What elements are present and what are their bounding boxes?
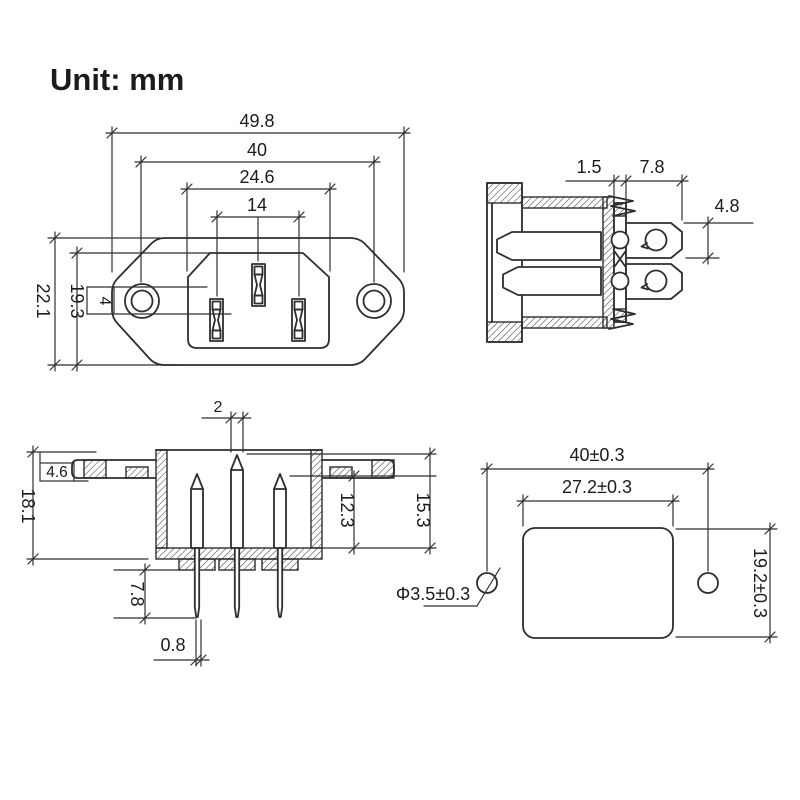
dim-front-hole-spacing [134, 155, 381, 283]
right-wing-block-inner [329, 466, 353, 479]
dim-solder-tail-length [113, 563, 197, 625]
dim-label-cutout-hole-spacing: 40±0.3 [570, 445, 625, 465]
side-body-top-wall [521, 196, 608, 209]
left-pin-front [209, 298, 224, 342]
dim-label-side-terminal-height: 4.8 [714, 196, 739, 216]
dim-label-overall-depth: 18.1 [18, 488, 38, 523]
dim-pin-depth [246, 447, 437, 555]
dim-front-recess-height [69, 246, 212, 372]
dim-cutout-height [675, 522, 778, 644]
pinch-mark [614, 251, 626, 267]
dim-front-pin-spacing [210, 210, 306, 297]
flange-outline [111, 237, 405, 366]
cutout-rect [522, 527, 674, 639]
left-mount-hole-inner [130, 289, 154, 313]
section-view: 2 4.6 18.1 12.3 15.3 [18, 399, 437, 667]
socket-recess-outline [187, 252, 330, 349]
dim-label-earth-pin-width: 2 [214, 399, 223, 416]
dim-label-side-terminal-length: 7.8 [639, 157, 664, 177]
upper-pin-side [496, 231, 602, 261]
dim-label-flange-thickness: 4.6 [46, 464, 68, 481]
dim-label-inner-depth: 12.3 [337, 492, 357, 527]
dim-overall-depth [26, 445, 149, 566]
terminal-plate [613, 202, 627, 323]
left-mount-hole-outer [124, 283, 160, 319]
dim-label-solder-tail-thickness: 0.8 [160, 635, 185, 655]
side-flange-bottom-section [486, 321, 523, 343]
top-serration [608, 195, 636, 217]
left-wall [155, 449, 168, 549]
earth-pin-section [230, 454, 244, 618]
dim-label-front-overall-height: 22.1 [33, 283, 53, 318]
dim-cutout-width [516, 494, 680, 527]
upper-terminal-hole [644, 228, 668, 252]
dim-cutout-hole-diameter-leader [423, 567, 501, 607]
side-back-wall [602, 196, 615, 329]
lower-pin-side [502, 266, 602, 296]
dim-label-front-recess-width: 24.6 [239, 167, 274, 187]
dim-inner-depth [289, 470, 437, 555]
dim-front-overall-height [47, 231, 179, 372]
right-mount-hole-outer [356, 283, 392, 319]
dim-cutout-hole-spacing [480, 462, 715, 572]
dim-label-front-pin-spacing: 14 [247, 195, 267, 215]
left-wing-outline [71, 459, 157, 479]
dim-label-front-pin-slot: 4 [96, 297, 113, 306]
dim-earth-pin-width [201, 411, 252, 453]
unit-label: Unit: mm [50, 62, 184, 97]
dim-label-cutout-hole-diameter: Φ3.5±0.3 [396, 584, 470, 604]
side-body-bottom-wall [521, 316, 608, 329]
dim-label-front-hole-spacing: 40 [247, 140, 267, 160]
dim-label-front-overall-width: 49.8 [239, 111, 274, 131]
right-mount-hole-inner [362, 289, 386, 313]
cutout-left-hole [476, 572, 498, 594]
right-pin-front [291, 298, 306, 342]
dim-front-pin-slot [86, 286, 232, 315]
dim-side-plate-and-terminal [565, 174, 689, 221]
dim-front-overall-width [105, 126, 411, 273]
front-view: 49.8 40 24.6 14 22.1 [33, 111, 411, 372]
lower-rivet [610, 271, 630, 291]
dim-solder-tail-thickness [153, 619, 210, 667]
dim-label-front-recess-height: 19.3 [67, 283, 87, 318]
dim-label-cutout-height: 19.2±0.3 [750, 548, 770, 618]
left-wing-block-outer [83, 459, 107, 479]
dim-side-terminal-height [683, 216, 754, 265]
left-wing-block-inner [125, 466, 149, 479]
dim-label-solder-tail-length: 7.8 [127, 581, 147, 606]
upper-rivet [610, 230, 630, 250]
right-wing-block-outer [371, 459, 395, 479]
cutout-right-hole [697, 572, 719, 594]
bottom-serration [608, 308, 636, 330]
right-pin-section [273, 473, 287, 618]
side-flange-top-section [486, 182, 523, 204]
right-wall [310, 449, 323, 549]
side-view: 1.5 7.8 4.8 [486, 157, 754, 343]
lower-terminal-hole [644, 269, 668, 293]
lower-terminal-hole-notch [640, 283, 649, 291]
left-pin-section [190, 473, 204, 618]
dim-label-side-plate-thickness: 1.5 [576, 157, 601, 177]
dim-flange-thickness [26, 451, 97, 482]
earth-pin-front [251, 263, 266, 307]
dim-label-pin-depth: 15.3 [413, 492, 433, 527]
upper-terminal-hole-notch [640, 242, 649, 250]
dim-label-cutout-width: 27.2±0.3 [562, 477, 632, 497]
dim-front-recess-width [180, 182, 337, 272]
panel-cutout-view: 40±0.3 27.2±0.3 19.2±0.3 Φ3.5±0.3 [396, 445, 778, 644]
